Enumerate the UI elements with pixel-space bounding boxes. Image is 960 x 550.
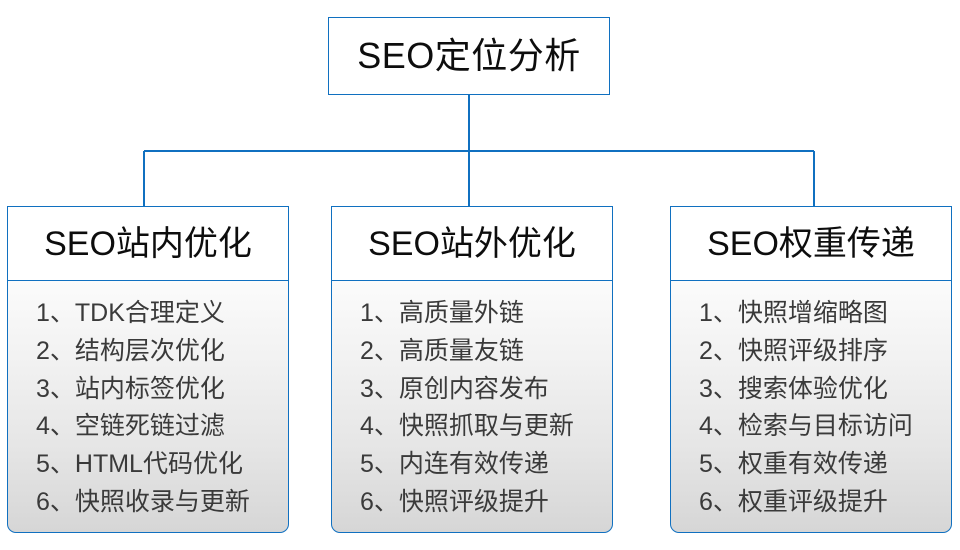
list-item-label: 站内标签优化 [74, 374, 225, 403]
list-item-label: HTML代码优化 [74, 449, 243, 478]
list-item-index: 2、 [699, 336, 738, 365]
branch-header-label-2: SEO站外优化 [368, 225, 576, 263]
list-item[interactable]: 6、 快照收录与更新 [8, 487, 288, 516]
list-item[interactable]: 4、 检索与目标访问 [671, 413, 951, 440]
branch-header-label-3: SEO权重传递 [707, 225, 915, 263]
list-item-index: 5、 [36, 449, 75, 478]
list-item[interactable]: 6、 权重评级提升 [671, 487, 951, 516]
list-item[interactable]: 4、 快照抓取与更新 [332, 413, 612, 440]
list-item-index: 5、 [699, 449, 738, 478]
list-item-label: 快照评级排序 [737, 336, 888, 365]
list-item-index: 1、 [699, 299, 738, 328]
list-item-label: 高质量友链 [398, 336, 524, 365]
list-item-label: 空链死链过滤 [74, 412, 225, 441]
list-item[interactable]: 5、 权重有效传递 [671, 449, 951, 478]
root-node-label: SEO定位分析 [357, 35, 581, 76]
list-item-index: 1、 [36, 299, 75, 328]
list-item[interactable]: 5、 HTML代码优化 [8, 449, 288, 478]
branch-header-2[interactable]: SEO站外优化 [331, 206, 613, 282]
list-item-index: 2、 [36, 336, 75, 365]
list-item-label: 检索与目标访问 [737, 412, 913, 441]
branch-column-3: SEO权重传递 1、 快照增缩略图 2、 快照评级排序 3、 搜索体验优化 4、… [670, 206, 952, 534]
list-item-index: 3、 [699, 374, 738, 403]
list-item[interactable]: 1、 高质量外链 [332, 300, 612, 327]
branch-item-list-1: 1、 TDK合理定义 2、 结构层次优化 3、 站内标签优化 4、 空链死链过滤… [7, 280, 289, 534]
list-item-index: 3、 [360, 374, 399, 403]
list-item[interactable]: 3、 搜索体验优化 [671, 374, 951, 403]
branch-column-2: SEO站外优化 1、 高质量外链 2、 高质量友链 3、 原创内容发布 4、 快… [331, 206, 613, 534]
list-item-label: 结构层次优化 [74, 336, 225, 365]
list-item-index: 6、 [360, 487, 399, 516]
root-node[interactable]: SEO定位分析 [328, 17, 610, 95]
branch-header-label-1: SEO站内优化 [44, 225, 252, 263]
list-item[interactable]: 6、 快照评级提升 [332, 487, 612, 516]
list-item-index: 4、 [699, 412, 738, 441]
list-item-label: 原创内容发布 [398, 374, 549, 403]
list-item-label: 权重评级提升 [737, 487, 888, 516]
list-item[interactable]: 3、 原创内容发布 [332, 374, 612, 403]
list-item-label: 快照评级提升 [398, 487, 549, 516]
branch-item-list-3: 1、 快照增缩略图 2、 快照评级排序 3、 搜索体验优化 4、 检索与目标访问… [670, 280, 952, 534]
list-item[interactable]: 1、 TDK合理定义 [8, 300, 288, 327]
list-item-label: 快照抓取与更新 [398, 412, 574, 441]
list-item-index: 6、 [699, 487, 738, 516]
list-item[interactable]: 1、 快照增缩略图 [671, 300, 951, 327]
list-item-label: 权重有效传递 [737, 449, 888, 478]
branch-column-1: SEO站内优化 1、 TDK合理定义 2、 结构层次优化 3、 站内标签优化 4… [7, 206, 289, 534]
list-item-index: 5、 [360, 449, 399, 478]
list-item-index: 6、 [36, 487, 75, 516]
list-item[interactable]: 4、 空链死链过滤 [8, 413, 288, 440]
list-item[interactable]: 3、 站内标签优化 [8, 374, 288, 403]
branch-header-1[interactable]: SEO站内优化 [7, 206, 289, 282]
list-item[interactable]: 5、 内连有效传递 [332, 449, 612, 478]
list-item-label: 快照收录与更新 [74, 487, 250, 516]
list-item-index: 4、 [360, 412, 399, 441]
list-item-label: 内连有效传递 [398, 449, 549, 478]
list-item-index: 2、 [360, 336, 399, 365]
list-item-label: 快照增缩略图 [737, 299, 888, 328]
list-item-index: 4、 [36, 412, 75, 441]
branch-header-3[interactable]: SEO权重传递 [670, 206, 952, 282]
list-item-label: 搜索体验优化 [737, 374, 888, 403]
list-item[interactable]: 2、 结构层次优化 [8, 336, 288, 365]
list-item-index: 3、 [36, 374, 75, 403]
list-item-index: 1、 [360, 299, 399, 328]
list-item[interactable]: 2、 快照评级排序 [671, 336, 951, 365]
list-item-label: TDK合理定义 [74, 299, 225, 328]
list-item[interactable]: 2、 高质量友链 [332, 336, 612, 365]
branch-item-list-2: 1、 高质量外链 2、 高质量友链 3、 原创内容发布 4、 快照抓取与更新 5… [331, 280, 613, 534]
list-item-label: 高质量外链 [398, 299, 524, 328]
